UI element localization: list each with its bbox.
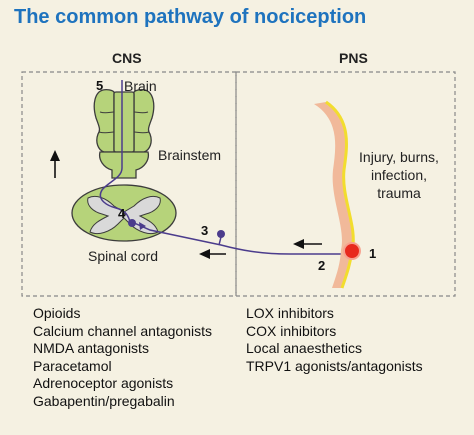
drug-item: NMDA antagonists: [33, 340, 149, 357]
drug-item: Gabapentin/pregabalin: [33, 392, 175, 409]
synapse-dot: [128, 219, 136, 227]
dorsal-root-ganglion: [217, 230, 225, 238]
spinal-cord-label: Spinal cord: [88, 248, 159, 264]
drug-item: Opioids: [33, 305, 81, 321]
drug-item: Local anaesthetics: [246, 340, 362, 357]
diagram-title: The common pathway of nociception: [14, 6, 367, 28]
step-number-2: 2: [318, 258, 326, 273]
cns-heading: CNS: [112, 50, 142, 66]
signal-arrow-upper: [293, 239, 322, 249]
pns-panel: [235, 71, 456, 297]
drug-item: Paracetamol: [33, 357, 112, 374]
injury-site: [343, 242, 361, 260]
pns-heading: PNS: [339, 50, 368, 66]
upward-arrow: [50, 150, 60, 178]
injury-label-line: infection,: [370, 167, 428, 183]
injury-label-line: Injury, burns,: [359, 149, 439, 165]
skin-strip: [314, 100, 355, 289]
brainstem-lines: [98, 92, 150, 153]
step-number-4: 4: [118, 206, 126, 221]
cns-drug-list: Opioids Calcium channel antagonists NMDA…: [33, 305, 212, 411]
drug-item: Adrenoceptor agonists: [33, 375, 174, 392]
brain-label: Brain: [124, 78, 157, 94]
signal-arrow-lower: [199, 249, 226, 259]
brainstem-shape: [93, 88, 155, 179]
drug-item: COX inhibitors: [246, 322, 337, 339]
injury-label: Injury, burns, infection, trauma: [349, 148, 449, 202]
step-number-5: 5: [96, 78, 104, 93]
pns-drug-list: LOX inhibitors COX inhibitors Local anae…: [246, 305, 423, 375]
drug-item: LOX inhibitors: [246, 305, 334, 321]
injury-label-line: trauma: [377, 185, 421, 201]
brainstem-label: Brainstem: [158, 147, 222, 163]
step-number-1: 1: [369, 246, 377, 261]
synapse-arrowhead: [139, 222, 146, 230]
drug-item: Calcium channel antagonists: [33, 322, 212, 339]
nerve-pathway: [99, 80, 352, 255]
step-number-3: 3: [201, 223, 209, 238]
drug-item: TRPV1 agonists/antagonists: [246, 357, 423, 374]
